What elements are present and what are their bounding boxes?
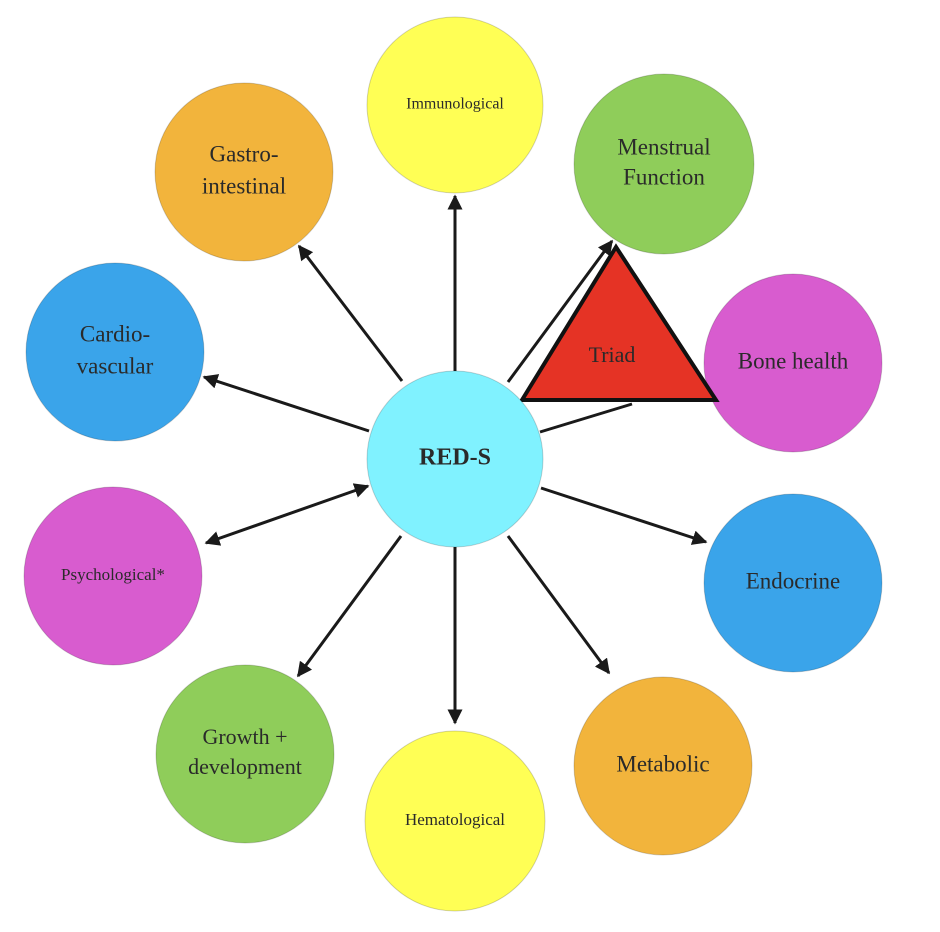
node-bone-health-label: Bone health xyxy=(738,348,849,373)
node-cardiovascular-label: vascular xyxy=(77,353,154,378)
node-psychological-label: Psychological* xyxy=(61,565,165,584)
node-gastrointestinal-label: Gastro- xyxy=(210,141,279,166)
node-psychological-circle xyxy=(23,486,203,666)
node-hematological-circle xyxy=(364,730,546,912)
node-endocrine-circle xyxy=(703,493,883,673)
arrow-cardiovascular xyxy=(202,374,370,433)
node-psychological: Psychological* xyxy=(23,486,203,666)
node-metabolic-label: Metabolic xyxy=(616,751,709,776)
node-immunological: Immunological xyxy=(366,16,544,194)
center-label: RED-S xyxy=(419,445,491,471)
arrow-metabolic xyxy=(506,535,611,675)
arrow-gastrointestinal xyxy=(297,244,404,382)
node-immunological-circle xyxy=(366,16,544,194)
node-menstrual-function-label: Function xyxy=(623,164,705,189)
arrow-bone-health xyxy=(539,402,633,434)
center-node: RED-S xyxy=(366,370,544,548)
arrow-growth-development xyxy=(296,535,403,678)
node-bone-health-circle xyxy=(703,273,883,453)
node-gastrointestinal-label: intestinal xyxy=(202,173,286,198)
node-cardiovascular: Cardio-vascular xyxy=(25,262,205,442)
triad-triangle xyxy=(518,243,720,402)
arrow-menstrual-function xyxy=(506,239,614,383)
arrow-endocrine xyxy=(540,486,708,545)
node-cardiovascular-label: Cardio- xyxy=(80,321,150,346)
node-metabolic-circle xyxy=(573,676,753,856)
node-growth-development-circle xyxy=(155,664,335,844)
node-menstrual-function-label: Menstrual xyxy=(617,134,710,159)
triad-group: Triad xyxy=(518,243,720,402)
node-hematological: Hematological xyxy=(364,730,546,912)
center-circle xyxy=(366,370,544,548)
node-immunological-label: Immunological xyxy=(406,96,504,113)
node-bone-health: Bone health xyxy=(703,273,883,453)
node-gastrointestinal-circle xyxy=(154,82,334,262)
node-hematological-label: Hematological xyxy=(405,810,505,829)
node-endocrine: Endocrine xyxy=(703,493,883,673)
node-metabolic: Metabolic xyxy=(573,676,753,856)
arrows-layer xyxy=(202,194,708,725)
node-growth-development: Growth + development xyxy=(155,664,335,844)
triad-label: Triad xyxy=(589,342,636,367)
node-gastrointestinal: Gastro-intestinal xyxy=(154,82,334,262)
node-cardiovascular-circle xyxy=(25,262,205,442)
node-endocrine-label: Endocrine xyxy=(746,568,841,593)
node-menstrual-function-circle xyxy=(573,73,755,255)
arrow-psychological xyxy=(204,483,370,546)
node-growth-development-label: development xyxy=(188,754,302,779)
node-growth-development-label: Growth + xyxy=(202,724,287,749)
